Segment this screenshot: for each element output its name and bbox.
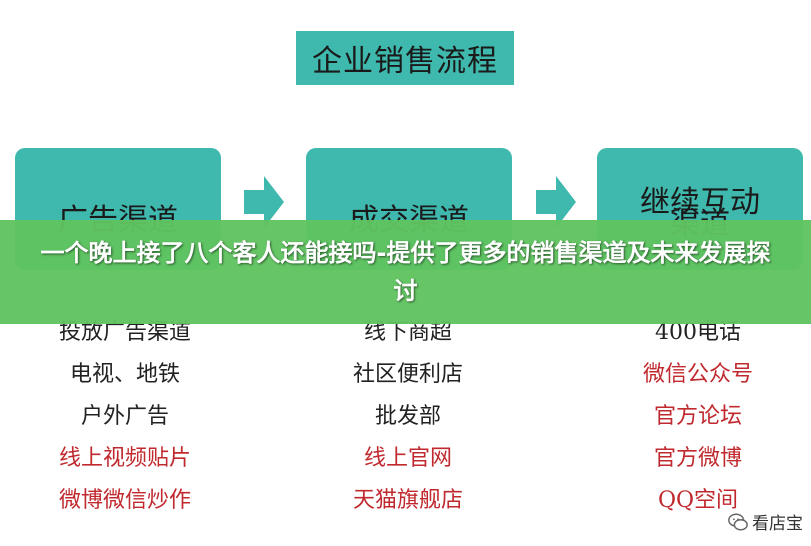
right-arrow-icon xyxy=(244,176,284,228)
headline-text: 一个晚上接了八个客人还能接吗-提供了更多的销售渠道及未来发展探讨 xyxy=(40,239,771,305)
headline-banner: 一个晚上接了八个客人还能接吗-提供了更多的销售渠道及未来发展探讨 xyxy=(0,220,811,324)
list-item: QQ空间 xyxy=(657,488,739,513)
interaction-channel-list: 400电话 微信公众号 官方论坛 官方微博 QQ空间 xyxy=(583,312,811,522)
diagram-title: 企业销售流程 xyxy=(296,31,514,85)
advertising-channel-list: 投放广告渠道 电视、地铁 户外广告 线上视频贴片 微博微信炒作 xyxy=(10,312,240,522)
list-item: 官方论坛 xyxy=(653,404,742,429)
wechat-icon xyxy=(728,512,748,531)
deal-channel-list: 线下商超 社区便利店 批发部 线上官网 天猫旗舰店 xyxy=(293,312,523,522)
list-item: 微信公众号 xyxy=(642,362,753,387)
list-item: 社区便利店 xyxy=(352,362,463,387)
stage-label: 继续互动 xyxy=(640,185,760,220)
watermark: 看店宝 xyxy=(727,509,803,534)
list-item: 投放广告渠道 xyxy=(58,320,191,345)
list-item: 官方微博 xyxy=(653,446,742,471)
list-item: 微博微信炒作 xyxy=(58,488,191,513)
list-item: 批发部 xyxy=(374,404,441,429)
list-item: 天猫旗舰店 xyxy=(352,488,463,513)
list-item: 400电话 xyxy=(655,320,741,345)
list-item: 线下商超 xyxy=(363,320,452,345)
watermark-text: 看店宝 xyxy=(752,514,803,534)
right-arrow-icon xyxy=(536,176,576,228)
list-item: 线上视频贴片 xyxy=(58,446,191,471)
list-item: 电视、地铁 xyxy=(69,362,180,387)
list-item: 线上官网 xyxy=(363,446,452,471)
list-item: 户外广告 xyxy=(80,404,169,429)
